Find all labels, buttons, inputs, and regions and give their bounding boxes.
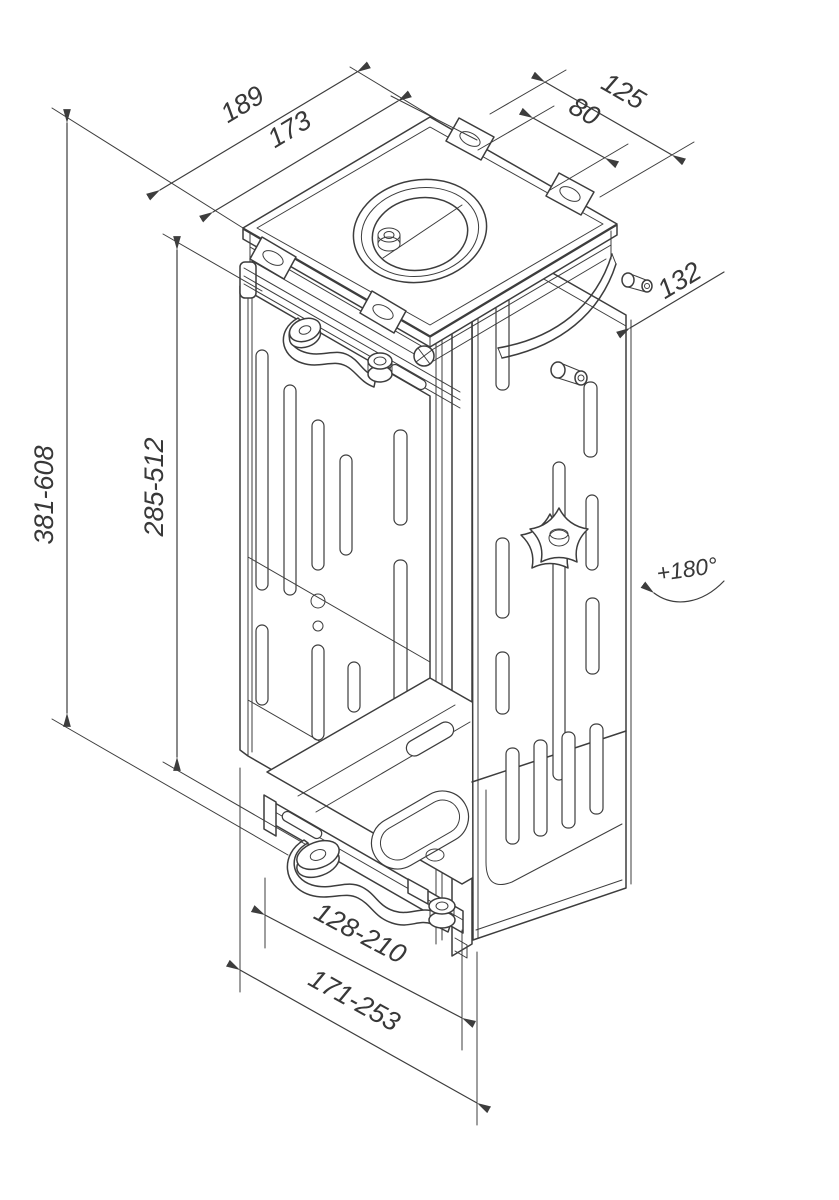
clamp-lever-top bbox=[282, 317, 393, 388]
star-knob bbox=[520, 507, 589, 569]
dim-label-height-inner: 285-512 bbox=[139, 437, 169, 537]
phillips-screw bbox=[413, 345, 435, 367]
dim-label-side-depth: 132 bbox=[652, 256, 706, 305]
mounting-tab bbox=[445, 117, 495, 161]
dimension-height-outer: 381-608 bbox=[29, 109, 289, 856]
right-side-panel bbox=[471, 226, 632, 941]
tray-oval-cutout bbox=[370, 790, 470, 870]
rotation-annotation: +180° bbox=[640, 552, 725, 603]
dim-label-height-outer: 381-608 bbox=[29, 445, 59, 544]
dim-label-bottom-inner: 128-210 bbox=[309, 897, 411, 970]
mounting-tab bbox=[359, 290, 407, 334]
dim-label-width-inner: 173 bbox=[262, 105, 316, 154]
rotation-label: +180° bbox=[655, 552, 719, 586]
rotation-arrow bbox=[640, 580, 725, 603]
dim-label-bottom-outer: 171-253 bbox=[304, 963, 405, 1037]
side-bolt bbox=[621, 272, 653, 293]
top-mounting-plate bbox=[242, 116, 653, 409]
swivel-handle bbox=[497, 253, 617, 359]
mounting-tab bbox=[249, 236, 297, 280]
side-bolt bbox=[550, 361, 588, 386]
slide-catch-block bbox=[407, 878, 429, 905]
dim-label-width-outer: 189 bbox=[215, 80, 269, 129]
dim-label-depth-outer: 125 bbox=[596, 67, 651, 116]
dimension-height-inner: 285-512 bbox=[139, 233, 306, 845]
left-side-panel bbox=[239, 261, 431, 862]
mounting-tab bbox=[545, 172, 595, 216]
pivot-pin bbox=[377, 227, 401, 252]
